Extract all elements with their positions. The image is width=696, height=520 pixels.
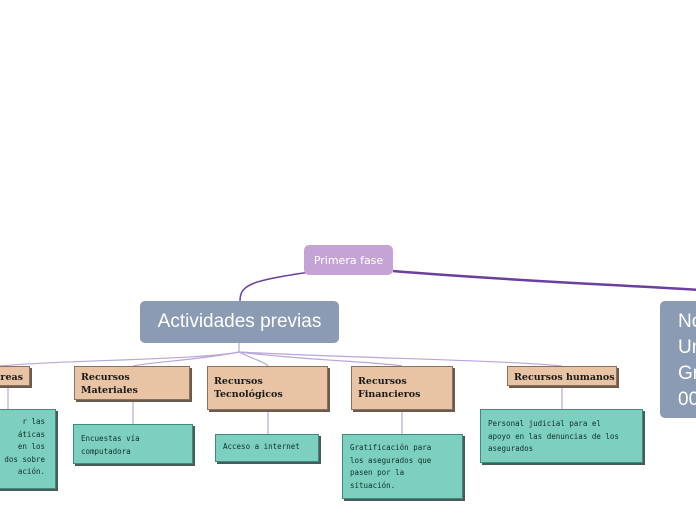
category-areas[interactable]: areas <box>0 366 30 386</box>
connector-actividades-areas <box>0 343 240 367</box>
leaf-areas[interactable]: r las áticas en los dos sobre ación. <box>0 409 56 489</box>
category-recursos-financieros[interactable]: Recursos Financieros <box>351 366 453 410</box>
connector-root-right <box>392 269 696 292</box>
root-topic[interactable]: Primera fase <box>304 245 393 275</box>
category-recursos-tecnologicos[interactable]: Recursos Tecnológicos <box>207 366 328 410</box>
leaf-acceso-internet[interactable]: Acceso a internet <box>215 434 319 462</box>
connector-actividades-materiales <box>132 351 240 367</box>
category-recursos-materiales[interactable]: Recursos Materiales <box>74 366 190 400</box>
connector-root-actividades <box>239 270 319 302</box>
leaf-encuestas[interactable]: Encuestas vía computadora <box>73 424 193 464</box>
leaf-gratificacion[interactable]: Gratificación para los asegurados que pa… <box>342 434 463 499</box>
connector-actividades-tecnologicos <box>238 351 269 367</box>
connector-actividades-financieros <box>238 351 403 367</box>
main-topic-actividades-previas[interactable]: Actividades previas <box>140 301 339 343</box>
leaf-personal-judicial[interactable]: Personal judicial para el apoyo en las d… <box>480 409 643 463</box>
category-recursos-humanos[interactable]: Recursos humanos <box>507 366 617 386</box>
connector-actividades-humanos <box>238 351 563 367</box>
main-topic-right-clipped[interactable]: No Un Gr 00 <box>660 301 696 418</box>
